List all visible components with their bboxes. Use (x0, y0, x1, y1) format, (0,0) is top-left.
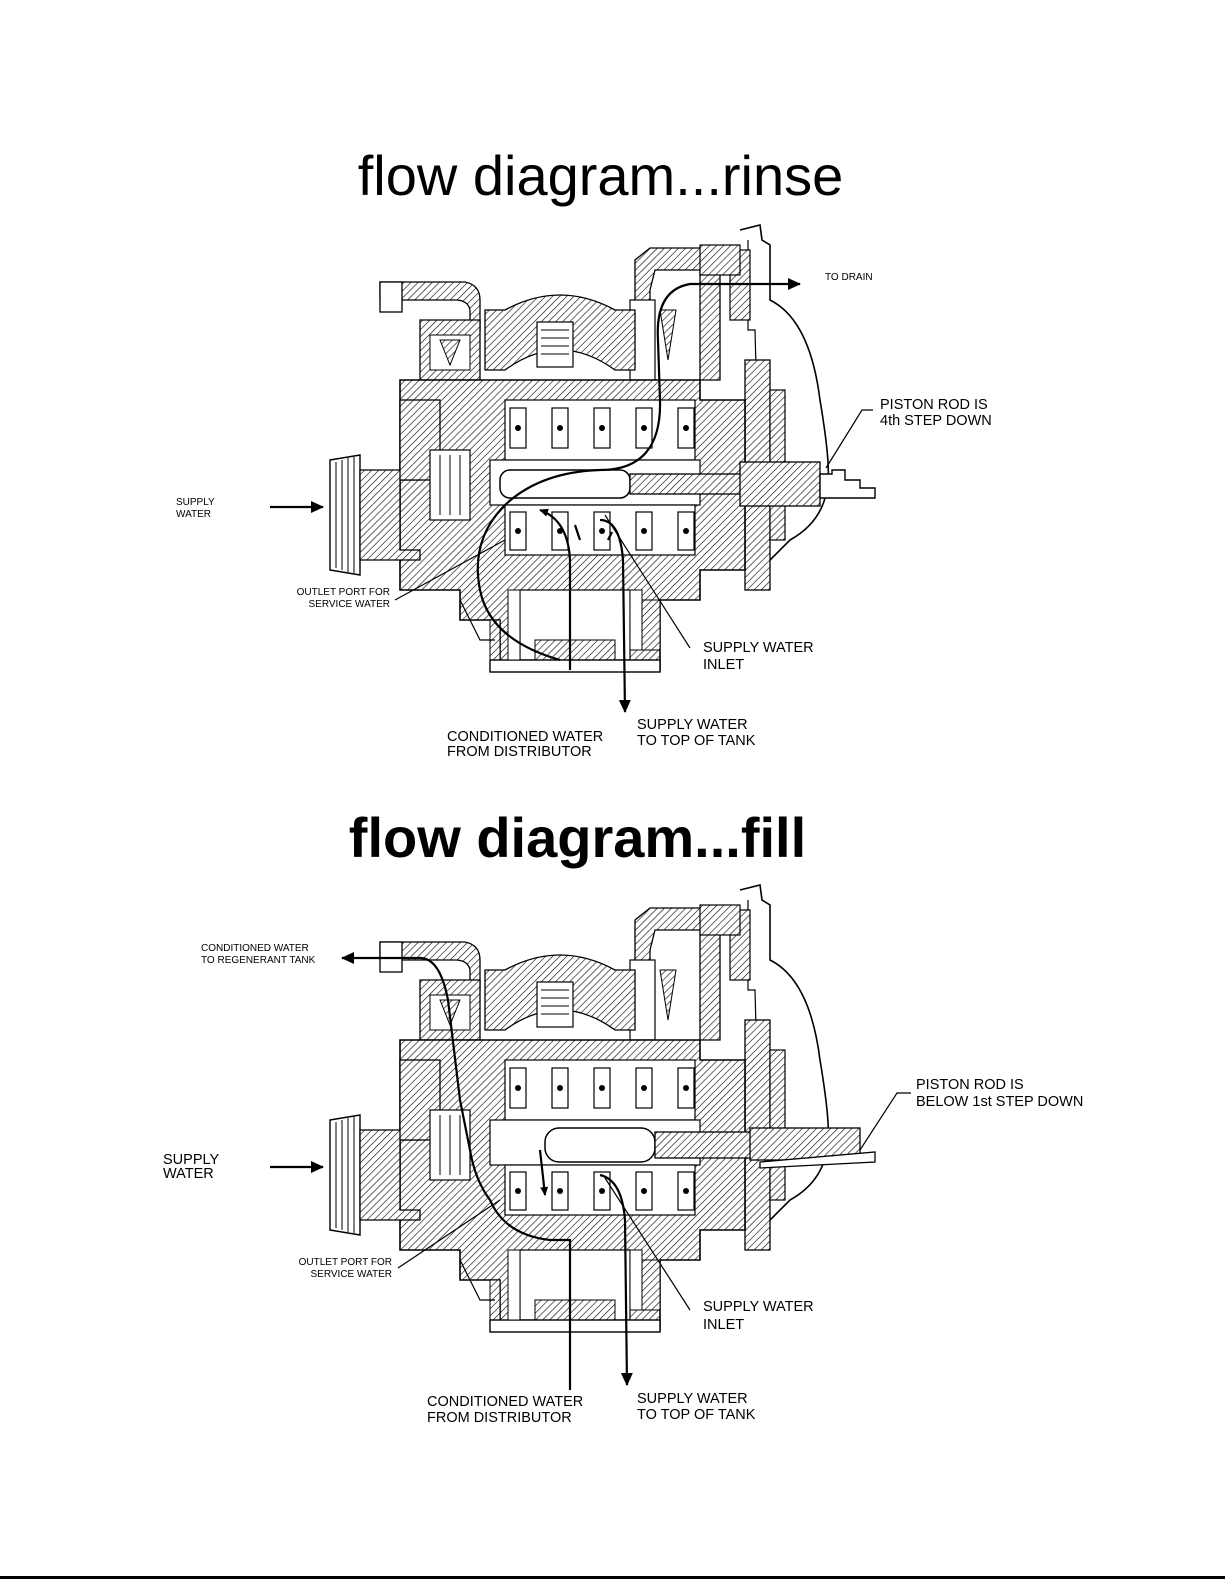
rinse-label-to-drain: TO DRAIN (825, 272, 873, 283)
fill-label-supply-inlet-line2: INLET (703, 1317, 745, 1333)
rinse-diagram-title: flow diagram...rinse (357, 144, 844, 207)
fill-label-piston-rod-line2: BELOW 1st STEP DOWN (916, 1094, 1084, 1110)
fill-label-supply-inlet-line1: SUPPLY WATER (703, 1299, 814, 1315)
rinse-valve-drawing (270, 224, 876, 713)
rinse-label-supply-top-line2: TO TOP OF TANK (637, 733, 756, 749)
rinse-label-supply-top-line1: SUPPLY WATER (637, 717, 748, 733)
fill-diagram-title: flow diagram...fill (348, 806, 807, 869)
fill-flow-lines (270, 952, 633, 1390)
fill-label-supply-top-line1: SUPPLY WATER (637, 1391, 748, 1407)
rinse-label-conditioned-line1: CONDITIONED WATER (447, 729, 604, 745)
fill-label-piston-rod-line1: PISTON ROD IS (916, 1077, 1024, 1093)
rinse-label-conditioned-line2: FROM DISTRIBUTOR (447, 744, 592, 760)
fill-valve-drawing (329, 884, 830, 1333)
fill-label-outlet-port-line2: SERVICE WATER (310, 1269, 393, 1280)
fill-label-cond-regen-line2: TO REGENERANT TANK (201, 955, 316, 966)
page-bottom-rule (0, 1576, 1225, 1579)
fill-leader-lines (397, 1092, 911, 1311)
rinse-label-outlet-port-line1: OUTLET PORT FOR (296, 587, 390, 598)
fill-label-outlet-port-line1: OUTLET PORT FOR (298, 1257, 392, 1268)
rinse-label-outlet-port-line2: SERVICE WATER (308, 599, 391, 610)
rinse-label-piston-rod-line1: PISTON ROD IS (880, 397, 988, 413)
rinse-label-supply-water-line1: SUPPLY (176, 497, 215, 508)
rinse-label-supply-inlet-line1: SUPPLY WATER (703, 640, 814, 656)
fill-label-supply-water-line1: SUPPLY (163, 1152, 220, 1168)
fill-label-supply-top-line2: TO TOP OF TANK (637, 1407, 756, 1423)
rinse-label-supply-water-line2: WATER (176, 509, 211, 520)
fill-label-conditioned-line1: CONDITIONED WATER (427, 1394, 584, 1410)
fill-label-conditioned-line2: FROM DISTRIBUTOR (427, 1410, 572, 1426)
fill-label-cond-regen-line1: CONDITIONED WATER (201, 943, 309, 954)
rinse-label-supply-inlet-line2: INLET (703, 657, 745, 673)
rinse-label-piston-rod-line2: 4th STEP DOWN (880, 413, 992, 429)
fill-label-supply-water-line2: WATER (163, 1166, 214, 1182)
